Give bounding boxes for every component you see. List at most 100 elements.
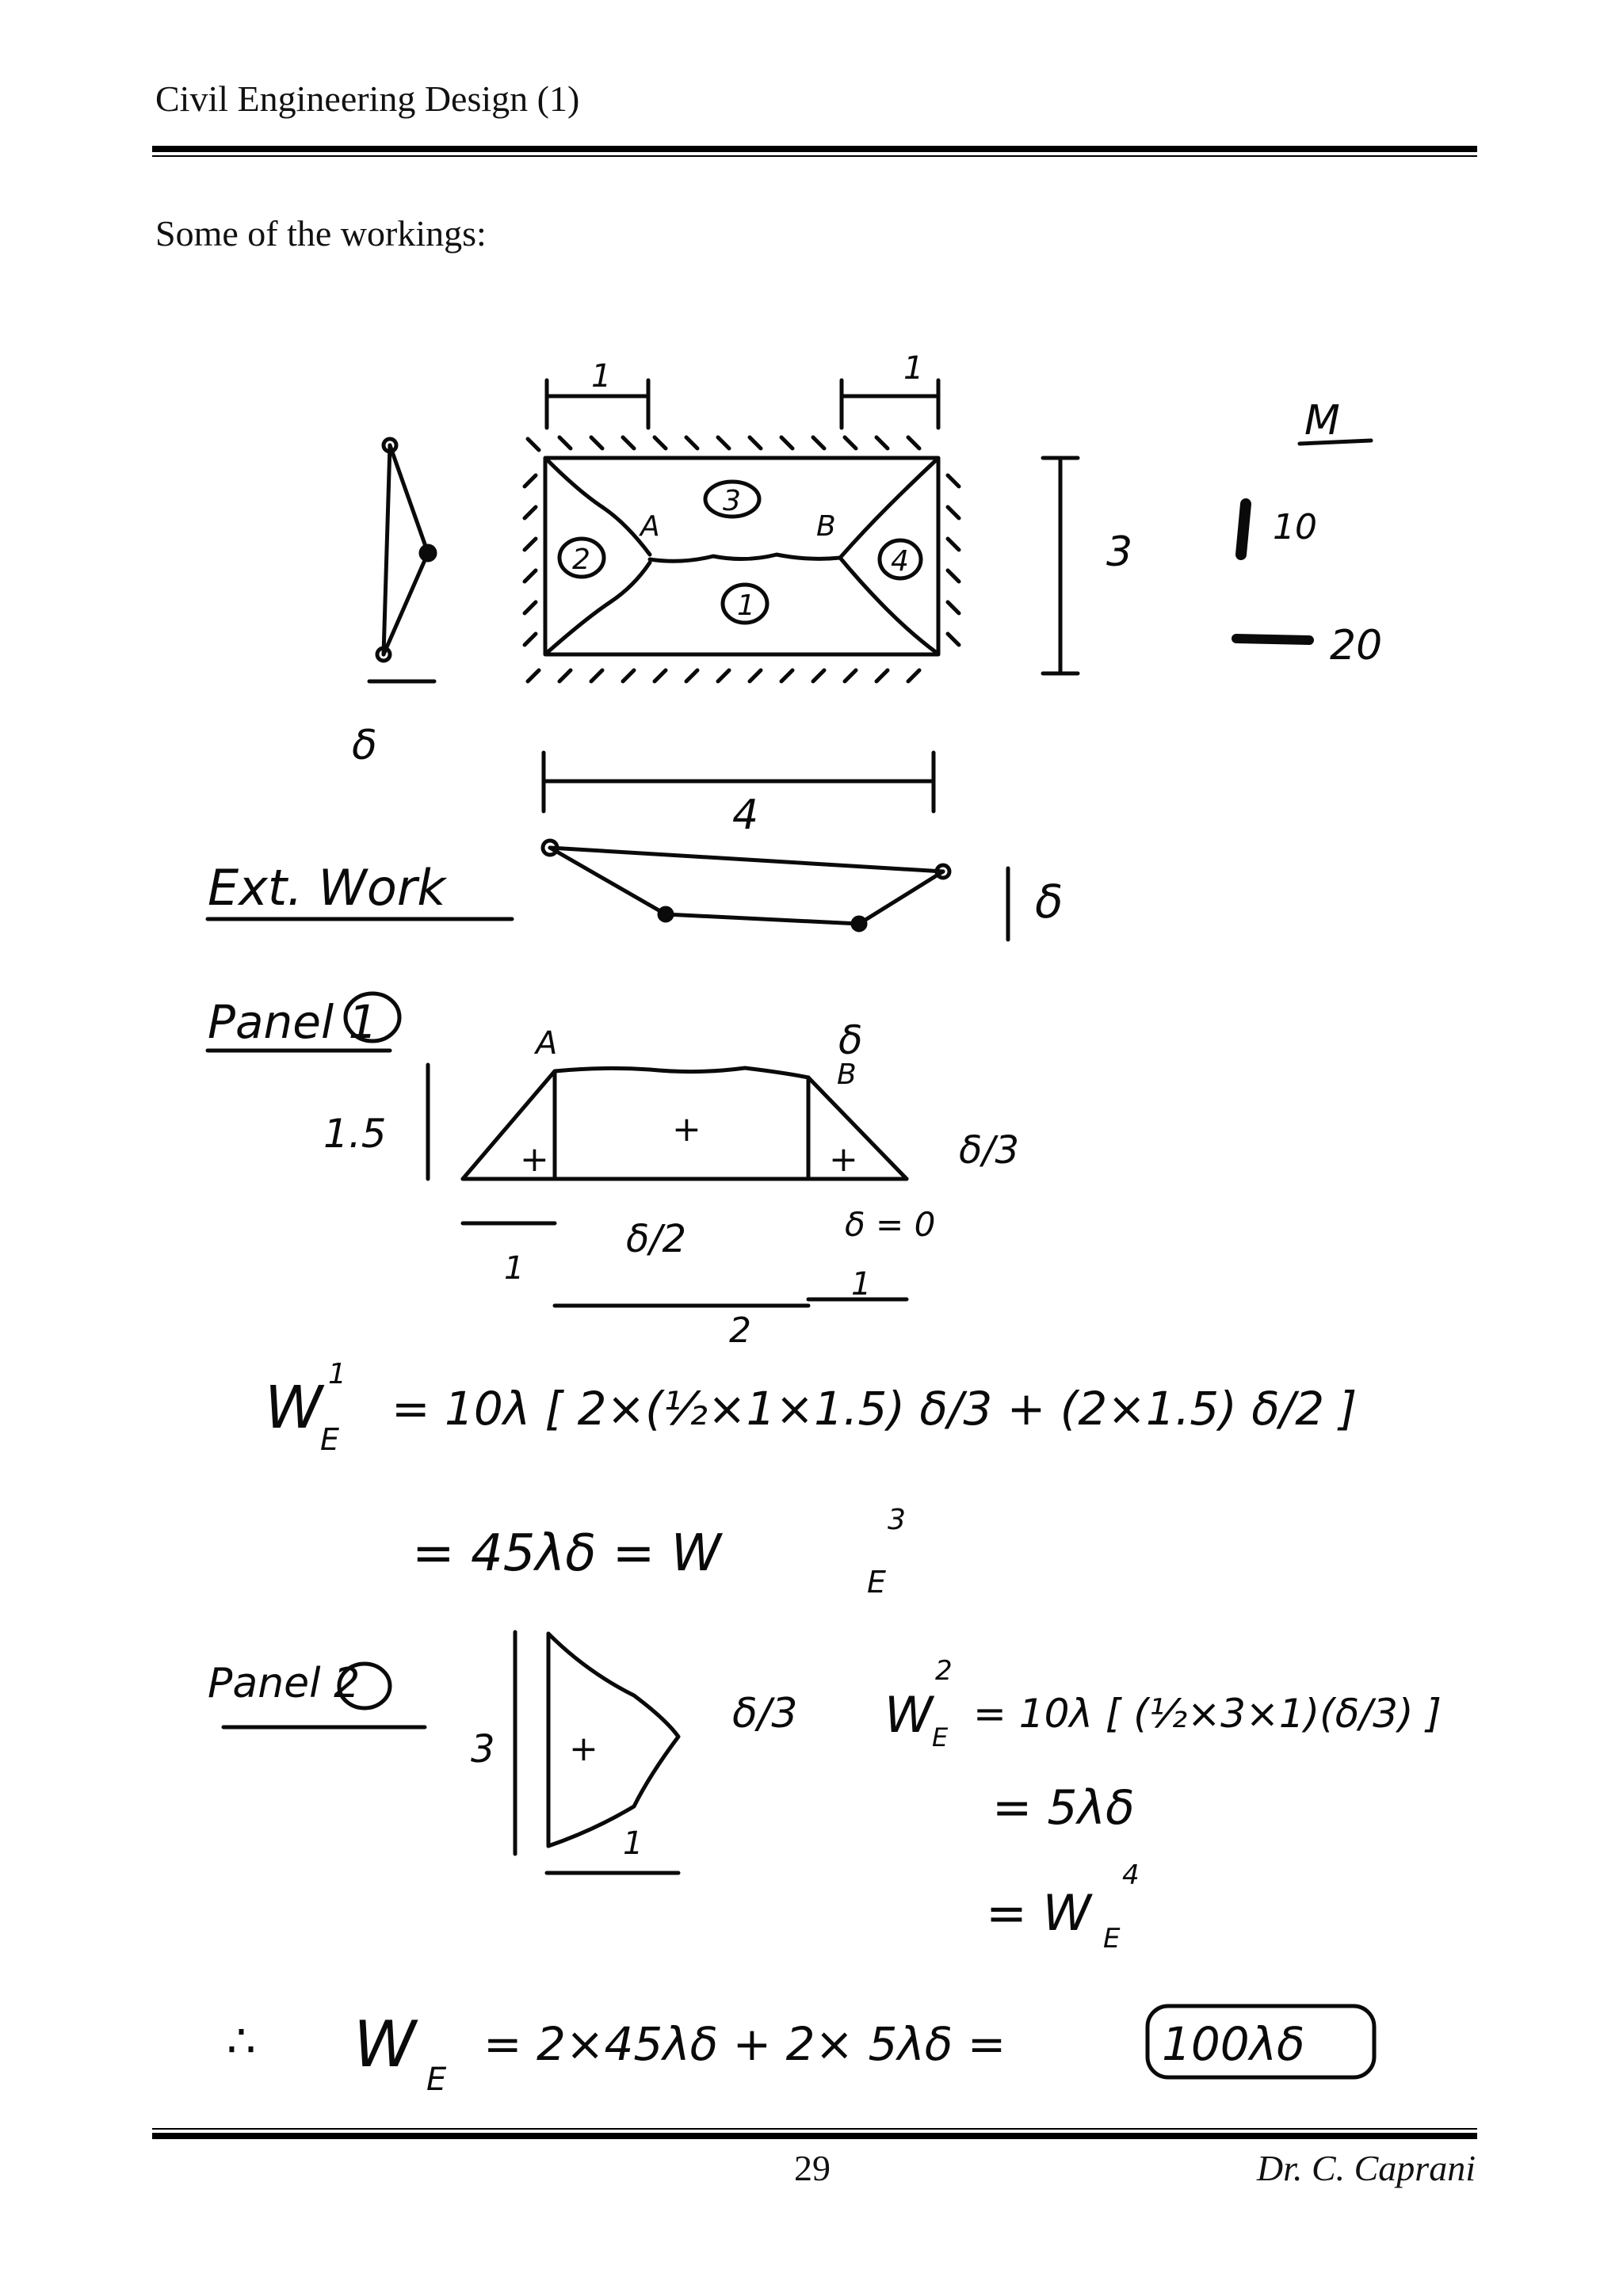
plan-panel-1-circle: [720, 582, 769, 625]
equation-1: W E 1 = 10λ [ 2×(½×1×1.5) δ/3 + (2×1.5) …: [265, 1358, 1357, 1600]
eq1-lhs: W: [265, 1374, 325, 1442]
eq2-line2: = 5λδ: [992, 1780, 1135, 1836]
panel-1-delta-third: δ/3: [959, 1128, 1019, 1173]
ext-work-node-left: [540, 838, 559, 857]
footer-author: Dr. C. Caprani: [1256, 2148, 1476, 2188]
panel-1-plus-mid: +: [672, 1109, 701, 1150]
height-dim-label: 3: [1106, 528, 1132, 576]
eq1-line2-sub: E: [867, 1565, 886, 1600]
ext-work-node-right: [934, 863, 952, 880]
plan-node-a: A: [639, 510, 660, 543]
width-dim-label: 4: [732, 791, 758, 839]
eq2-line3: = W: [986, 1884, 1094, 1942]
left-support-hatch: [522, 473, 538, 647]
panel-1-delta-zero: δ = 0: [845, 1205, 935, 1244]
legend-thick-label: 10: [1273, 507, 1317, 547]
final-boxed-answer: 100λδ: [1162, 2017, 1305, 2071]
plan-panel-1-label: 1: [737, 589, 755, 622]
panel-1-shape: [460, 1066, 909, 1181]
final-lhs: W: [353, 2008, 418, 2081]
top-dim-left-label: 1: [591, 358, 611, 395]
document-header-title: Civil Engineering Design (1): [155, 78, 580, 119]
yield-line-br: [838, 555, 939, 655]
ext-work-delta: δ: [1035, 875, 1064, 929]
plan-panel-3-circle: [703, 479, 762, 519]
side-section-delta: δ: [352, 722, 377, 769]
plan-node-b: B: [816, 510, 836, 543]
footer-rule-thick: [152, 2133, 1477, 2139]
moment-legend: M 10 20: [1232, 397, 1382, 669]
yield-line-tl: [544, 457, 652, 557]
equation-2: W E 2 = 10λ [ (½×3×1)(δ/3) ] = 5λδ = W E…: [884, 1655, 1442, 1955]
panel-1-node-b: B: [837, 1058, 857, 1091]
eq2-lhs: W: [884, 1686, 935, 1744]
final-therefore: ∴: [227, 2014, 256, 2068]
panel-1-delta-top: δ: [838, 1017, 863, 1063]
plan-panel-2-circle: [557, 536, 606, 579]
plan-panel-2-label: 2: [572, 543, 590, 576]
panel-2-height-label: 3: [471, 1727, 495, 1772]
plan-panel-4-circle: [877, 538, 923, 581]
eq2-sup: 2: [935, 1655, 953, 1687]
ext-work-heading: Ext. Work: [208, 859, 447, 917]
header-rule-thin: [152, 155, 1477, 157]
panel-2-heading: Panel 2: [208, 1660, 360, 1707]
eq2-rhs: = 10λ [ (½×3×1)(δ/3) ]: [973, 1691, 1442, 1737]
panel-1-section: Panel 1 1.5 A B δ δ/3 δ = 0 δ/2 + + + 1 …: [205, 991, 1019, 1351]
eq1-sup: 1: [328, 1358, 346, 1390]
bottom-support-hatch: [525, 668, 922, 684]
top-support-hatch: [525, 435, 922, 452]
eq1-sub: E: [320, 1422, 339, 1457]
panel-1-plus-right: +: [829, 1139, 858, 1180]
panel-1-dim-mid: 2: [729, 1310, 751, 1351]
final-answer-box: [1145, 2004, 1377, 2080]
eq2-sub: E: [932, 1722, 949, 1753]
eq2-line3-sup: 4: [1122, 1859, 1140, 1891]
legend-thick-line: [1235, 498, 1251, 560]
panel-2-delta-third: δ/3: [732, 1690, 797, 1737]
side-section-node-bottom: [375, 646, 392, 663]
page-number: 29: [794, 2148, 831, 2188]
final-result: ∴ W E = 2×45λδ + 2× 5λδ = 100λδ: [227, 2004, 1377, 2098]
eq1-line2-sup: 3: [888, 1504, 906, 1536]
panel-2-heading-circle: [337, 1661, 392, 1711]
legend-thin-line: [1232, 634, 1314, 645]
ext-work-chord: [548, 845, 945, 874]
panel-1-height-label: 1.5: [323, 1111, 387, 1157]
panel-1-plus-left: +: [520, 1139, 549, 1180]
panel-2-width-label: 1: [623, 1825, 643, 1862]
ext-work-section: Ext. Work δ: [205, 838, 1064, 942]
side-section-chord: [381, 443, 392, 657]
eq1-rhs: = 10λ [ 2×(½×1×1.5) δ/3 + (2×1.5) δ/2 ]: [391, 1382, 1357, 1436]
yield-line-bl: [544, 560, 652, 655]
side-section-node-top: [381, 437, 399, 454]
panel-2-plus: +: [569, 1729, 598, 1769]
final-rhs: = 2×45λδ + 2× 5λδ =: [483, 2017, 1006, 2071]
legend-title: M: [1304, 397, 1340, 444]
ext-work-node-b: [850, 915, 868, 933]
panel-1-node-a: A: [533, 1025, 557, 1062]
panel-1-heading-circle: [343, 991, 402, 1043]
yield-line-ab: [647, 552, 842, 563]
eq2-line3-sub: E: [1103, 1923, 1121, 1955]
top-dim-right-label: 1: [903, 350, 923, 387]
legend-thin-label: 20: [1330, 622, 1382, 669]
panel-1-dim-right: 1: [851, 1266, 871, 1302]
slab-plan: 1 1 3 4 A B 1 2 3 4 δ: [352, 350, 1132, 839]
eq1-line2: = 45λδ = W: [412, 1524, 724, 1583]
slab-outline: [543, 456, 941, 657]
panel-2-shape: [546, 1631, 681, 1848]
side-section-node-mid: [418, 543, 437, 563]
panel-1-delta-half: δ/2: [626, 1217, 686, 1261]
plan-panel-4-label: 4: [891, 545, 909, 578]
header-rule-thick: [152, 146, 1477, 152]
final-sub: E: [426, 2061, 447, 2098]
panel-1-dim-left: 1: [504, 1250, 524, 1287]
panel-2-section: Panel 2 3 + δ/3 1: [208, 1630, 797, 1875]
ext-work-node-a: [657, 906, 674, 923]
ext-work-deflected-shape: [548, 845, 945, 926]
legend-title-underline: [1297, 438, 1373, 446]
plan-panel-3-label: 3: [723, 485, 741, 517]
right-support-hatch: [945, 473, 961, 647]
